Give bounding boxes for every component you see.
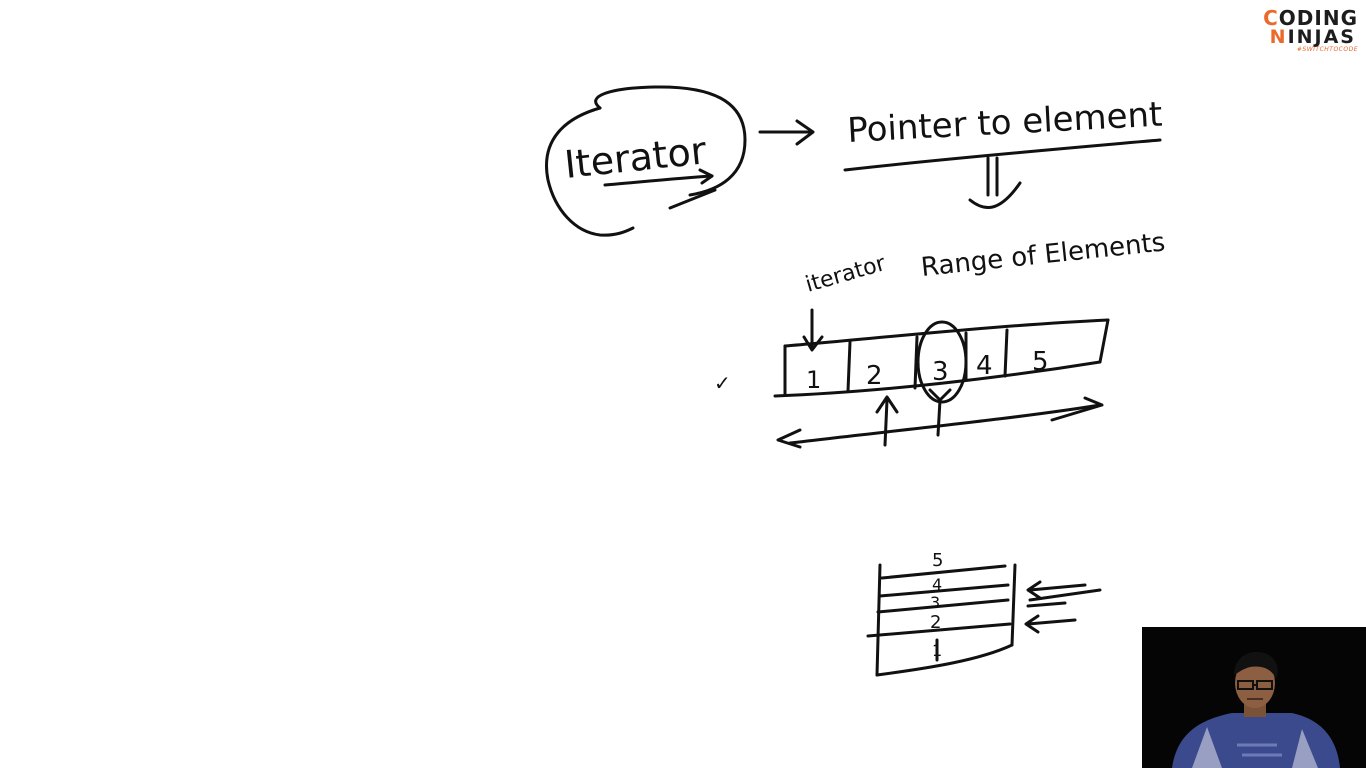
array-cell-1: 1: [806, 366, 821, 394]
iterator-bubble: Iterator: [545, 85, 747, 237]
logo-tagline: #SWITCHTOCODE: [1296, 46, 1358, 53]
small-iterator-label: iterator: [803, 251, 890, 298]
pointer-definition: Pointer to element: [843, 95, 1163, 209]
range-label: Range of Elements: [920, 227, 1167, 282]
array-cell-3: 3: [932, 357, 949, 387]
tick-mark: ✓: [714, 371, 731, 395]
array-highlight-circle: [916, 320, 968, 404]
logo-line-2: NINJAS: [1269, 26, 1356, 48]
logo-line-1: CODING: [1263, 6, 1358, 30]
array-cell-5: 5: [1032, 347, 1049, 377]
stack-cell-4: 4: [932, 575, 942, 594]
stack-diagram: 5 4 3 2 1: [866, 550, 1102, 677]
array-cell-2: 2: [866, 361, 883, 391]
coding-ninjas-logo: CODING NINJAS #SWITCHTOCODE: [1258, 6, 1358, 53]
array-cell-4: 4: [976, 351, 993, 381]
stack-cell-2: 2: [930, 612, 941, 633]
arrow-to-pointer: [758, 119, 815, 146]
range-annotation: iterator Range of Elements: [802, 227, 1167, 352]
array-diagram: 1 2 3 4 5 ✓: [714, 318, 1110, 449]
stack-cell-1: 1: [932, 641, 942, 660]
presenter-video-icon: [1142, 627, 1366, 768]
stack-cell-5: 5: [932, 550, 943, 571]
presenter-webcam: [1142, 627, 1366, 768]
stack-cell-3: 3: [930, 593, 940, 612]
